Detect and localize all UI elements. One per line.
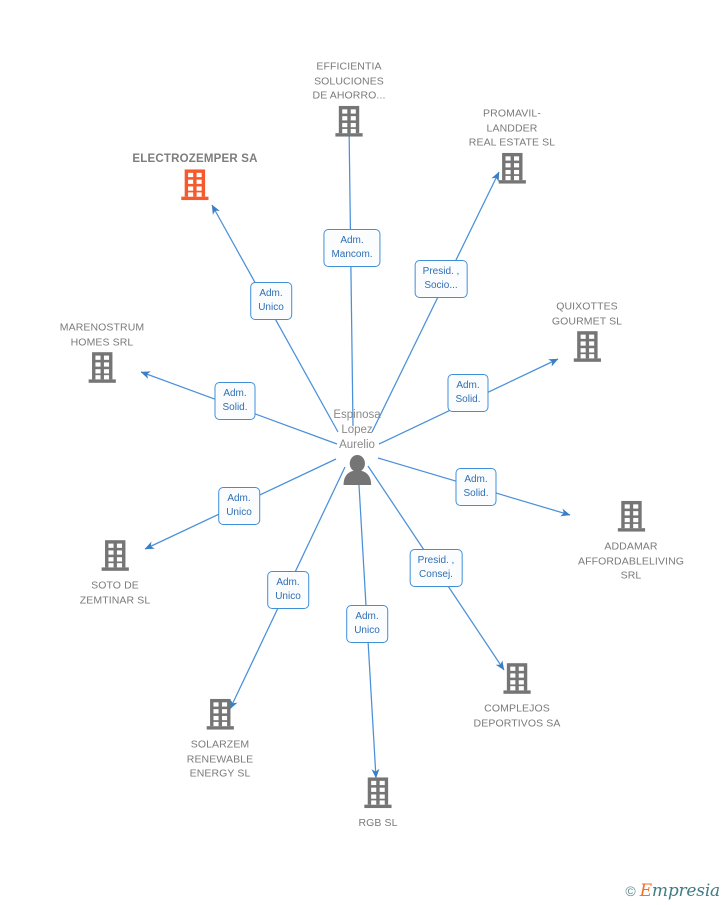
company-node-label: SOTO DE ZEMTINAR SL bbox=[79, 579, 151, 607]
company-node-marenostrum[interactable]: MARENOSTRUM HOMES SRL bbox=[60, 321, 145, 390]
company-node-efficientia[interactable]: EFFICIENTIA SOLUCIONES DE AHORRO... bbox=[313, 59, 386, 143]
edge-label-complejos[interactable]: Presid. , Consej. bbox=[409, 549, 463, 587]
building-icon bbox=[578, 499, 684, 538]
edge-promavil bbox=[371, 171, 500, 433]
person-icon bbox=[340, 455, 374, 489]
company-node-complejos[interactable]: COMPLEJOS DEPORTIVOS SA bbox=[474, 662, 561, 731]
company-node-soto[interactable]: SOTO DE ZEMTINAR SL bbox=[80, 539, 151, 608]
company-node-electrozemper[interactable]: ELECTROZEMPER SA bbox=[132, 152, 257, 207]
company-node-solarzem[interactable]: SOLARZEM RENEWABLE ENERGY SL bbox=[187, 697, 253, 781]
person-node-espinosa-lopez-aurelio[interactable]: Espinosa Lopez Aurelio bbox=[333, 408, 381, 490]
company-node-label: RGB SL bbox=[358, 816, 398, 829]
company-node-label: PROMAVIL- LANDDER REAL ESTATE SL bbox=[468, 107, 556, 149]
building-icon bbox=[313, 104, 386, 143]
company-node-label: SOLARZEM RENEWABLE ENERGY SL bbox=[186, 738, 254, 780]
empresia-logo: Empresia bbox=[639, 881, 721, 901]
building-icon bbox=[358, 776, 397, 815]
edge-label-marenostrum[interactable]: Adm. Solid. bbox=[214, 382, 256, 420]
empresia-logo-initial: E bbox=[639, 881, 652, 901]
watermark: © Empresia bbox=[625, 881, 721, 901]
copyright-icon: © bbox=[625, 883, 636, 899]
edge-efficientia bbox=[345, 123, 354, 427]
company-node-label: QUIXOTTES GOURMET SL bbox=[551, 300, 623, 328]
edge-label-rgb[interactable]: Adm. Unico bbox=[346, 605, 388, 643]
edge-label-addamar[interactable]: Adm. Solid. bbox=[455, 468, 497, 506]
building-icon bbox=[132, 167, 257, 206]
company-node-quixottes[interactable]: QUIXOTTES GOURMET SL bbox=[552, 300, 622, 369]
building-icon bbox=[469, 151, 555, 190]
edge-label-solarzem[interactable]: Adm. Unico bbox=[267, 571, 309, 609]
building-icon bbox=[80, 539, 151, 578]
building-icon bbox=[60, 351, 145, 390]
person-node-label: Espinosa Lopez Aurelio bbox=[333, 409, 381, 451]
building-icon bbox=[552, 330, 622, 369]
edge-label-electrozemper[interactable]: Adm. Unico bbox=[250, 282, 292, 320]
company-node-addamar[interactable]: ADDAMAR AFFORDABLELIVING SRL bbox=[578, 499, 684, 583]
company-node-label: EFFICIENTIA SOLUCIONES DE AHORRO... bbox=[312, 60, 386, 102]
building-icon bbox=[474, 662, 561, 701]
company-node-label: ELECTROZEMPER SA bbox=[132, 152, 258, 165]
company-node-label: COMPLEJOS DEPORTIVOS SA bbox=[473, 702, 561, 730]
company-node-label: ADDAMAR AFFORDABLELIVING SRL bbox=[577, 540, 685, 582]
building-icon bbox=[187, 697, 253, 736]
company-node-label: MARENOSTRUM HOMES SRL bbox=[59, 321, 145, 349]
company-node-rgb[interactable]: RGB SL bbox=[358, 776, 397, 831]
company-node-promavil[interactable]: PROMAVIL- LANDDER REAL ESTATE SL bbox=[469, 106, 555, 190]
empresia-logo-rest: mpresia bbox=[651, 881, 720, 901]
edge-label-quixottes[interactable]: Adm. Solid. bbox=[447, 374, 489, 412]
edge-label-soto[interactable]: Adm. Unico bbox=[218, 487, 260, 525]
edge-label-promavil[interactable]: Presid. , Socio... bbox=[414, 260, 468, 298]
edge-label-efficientia[interactable]: Adm. Mancom. bbox=[323, 229, 381, 267]
